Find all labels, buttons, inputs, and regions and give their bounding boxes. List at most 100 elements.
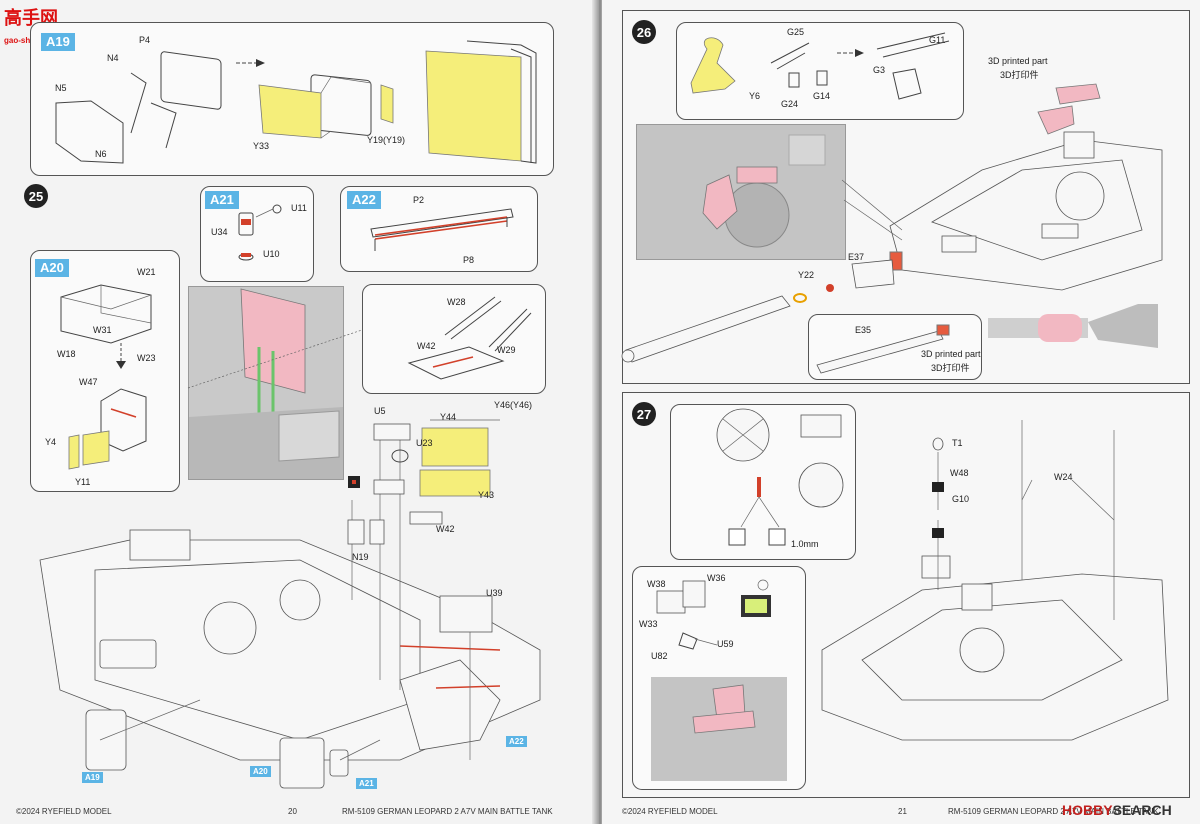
label-u34: U34 — [211, 227, 228, 237]
turret-reference-photo — [636, 124, 846, 260]
label-y22: Y22 — [798, 270, 815, 280]
label-w28: W28 — [447, 297, 466, 307]
hobby-search-search: SEARCH — [1112, 802, 1172, 818]
label-n19: N19 — [352, 552, 369, 562]
e35-drawing — [816, 324, 950, 374]
a22-drawing — [370, 208, 514, 251]
hatch-reference-photo — [188, 286, 344, 480]
label-y43: Y43 — [478, 490, 495, 500]
label-e35: E35 — [855, 325, 872, 335]
right-footer-product: RM-5109 GERMAN LEOPARD 2 A7V MAIN BATTLE… — [948, 807, 1159, 816]
label-g14: G14 — [813, 91, 831, 101]
step-27-detail-box: 1.0mm — [670, 404, 856, 560]
callout-a22: A22 — [506, 736, 527, 747]
label-p8: P8 — [463, 255, 475, 265]
label-u82: U82 — [651, 651, 668, 661]
label-g3: G3 — [873, 65, 886, 75]
step-a19-box: A19 P4 N4 N5 N6 Y33 Y19(Y19) — [30, 22, 554, 176]
a22-box: A22 P2 P8 — [340, 186, 538, 272]
turret-antenna-drawing — [821, 420, 1169, 741]
label-w36: W36 — [707, 573, 726, 583]
sleeve-photo-drawing — [988, 304, 1158, 348]
w28-detail-drawing — [407, 296, 532, 380]
a20-box: A20 W21 W31 W18 W23 W47 Y4 Y11 — [30, 250, 180, 492]
label-p2: P2 — [413, 195, 425, 205]
step-26-number: 26 — [632, 20, 656, 44]
a21-box: A21 U11 U34 U10 — [200, 186, 314, 282]
step-26-detail-box: G25 G11 G3 Y6 G24 G14 — [676, 22, 964, 120]
label-u23: U23 — [416, 438, 433, 448]
label-n6: N6 — [95, 149, 107, 159]
label-w29: W29 — [497, 345, 516, 355]
right-page: 26 G25 G11 G3 Y6 G24 G14 3D printed part… — [602, 0, 1200, 824]
label-w21: W21 — [137, 267, 156, 277]
hatch-photo-drawing — [189, 287, 343, 479]
tag-a19: A19 — [41, 33, 75, 51]
label-w47: W47 — [79, 377, 98, 387]
a21-drawing — [238, 204, 282, 261]
turret-assembly-drawing — [621, 83, 1163, 363]
callout-a20: A20 — [250, 766, 271, 777]
right-footer-page: 21 — [898, 807, 907, 816]
label-n5: N5 — [55, 83, 67, 93]
w28-detail-box: W28 W42 W29 — [362, 284, 546, 394]
label-w31: W31 — [93, 325, 112, 335]
left-footer-copyright: ©2024 RYEFIELD MODEL — [16, 807, 112, 816]
left-footer-product: RM-5109 GERMAN LEOPARD 2 A7V MAIN BATTLE… — [342, 807, 553, 816]
label-w48: W48 — [950, 468, 969, 478]
a19-drawing — [55, 40, 537, 164]
left-page: 高手网 gao-shou.com A19 P4 N4 N5 N6 Y33 Y19… — [0, 0, 598, 824]
left-footer-page: 20 — [288, 807, 297, 816]
tag-a21: A21 — [205, 191, 239, 209]
label-w38: W38 — [647, 579, 666, 589]
e35-box: E35 3D printed part 3D打印件 — [808, 314, 982, 380]
label-y4: Y4 — [45, 437, 57, 447]
label-3d-printed-cn-top: 3D打印件 — [1000, 70, 1039, 80]
label-t1: T1 — [952, 438, 963, 448]
hull-assembly-drawing — [39, 329, 541, 789]
label-p4: P4 — [139, 35, 151, 45]
sleeve-reference-photo — [988, 300, 1160, 352]
step-26-detail-drawing — [690, 32, 950, 100]
label-w24: W24 — [1054, 472, 1073, 482]
callout-a21: A21 — [356, 778, 377, 789]
label-3d-printed-cn: 3D打印件 — [931, 363, 970, 373]
label-3d-printed-en: 3D printed part — [921, 349, 981, 359]
right-footer-copyright: ©2024 RYEFIELD MODEL — [622, 807, 718, 816]
label-y46: Y46(Y46) — [494, 400, 533, 410]
a20-drawing — [60, 284, 152, 470]
label-w42-detail: W42 — [417, 341, 436, 351]
step-27-inset-drawing — [651, 579, 787, 781]
step-27-inset-box: W38 W36 W33 U82 U59 — [632, 566, 806, 790]
label-u39: U39 — [486, 588, 503, 598]
label-y11: Y11 — [75, 477, 91, 487]
step-27-number: 27 — [632, 402, 656, 426]
step-27-detail-drawing — [716, 408, 844, 546]
label-g25: G25 — [787, 27, 805, 37]
label-u5: U5 — [374, 406, 386, 416]
tag-a22: A22 — [347, 191, 381, 209]
tag-a20: A20 — [35, 259, 69, 277]
label-w23: W23 — [137, 353, 156, 363]
callout-a19: A19 — [82, 772, 103, 783]
label-y6: Y6 — [749, 91, 761, 101]
label-g24: G24 — [781, 99, 799, 109]
label-y19: Y19(Y19) — [367, 135, 406, 145]
label-y33: Y33 — [253, 141, 270, 151]
label-g11: G11 — [929, 35, 946, 45]
step-25-number: 25 — [24, 184, 48, 208]
hobby-search-logo: HOBBYSEARCH — [1062, 802, 1172, 818]
label-w18: W18 — [57, 349, 76, 359]
hobby-search-hobby: HOBBY — [1062, 802, 1113, 818]
label-w33: W33 — [639, 619, 658, 629]
turret-photo-drawing — [637, 125, 845, 259]
label-g10: G10 — [952, 494, 970, 504]
label-e37: E37 — [848, 252, 865, 262]
label-w42-main: W42 — [436, 524, 455, 534]
label-1-0mm: 1.0mm — [791, 539, 819, 549]
label-u11: U11 — [291, 203, 307, 213]
label-3d-printed-en-top: 3D printed part — [988, 56, 1048, 66]
label-u10: U10 — [263, 249, 280, 259]
label-y44: Y44 — [440, 412, 457, 422]
label-n4: N4 — [107, 53, 119, 63]
